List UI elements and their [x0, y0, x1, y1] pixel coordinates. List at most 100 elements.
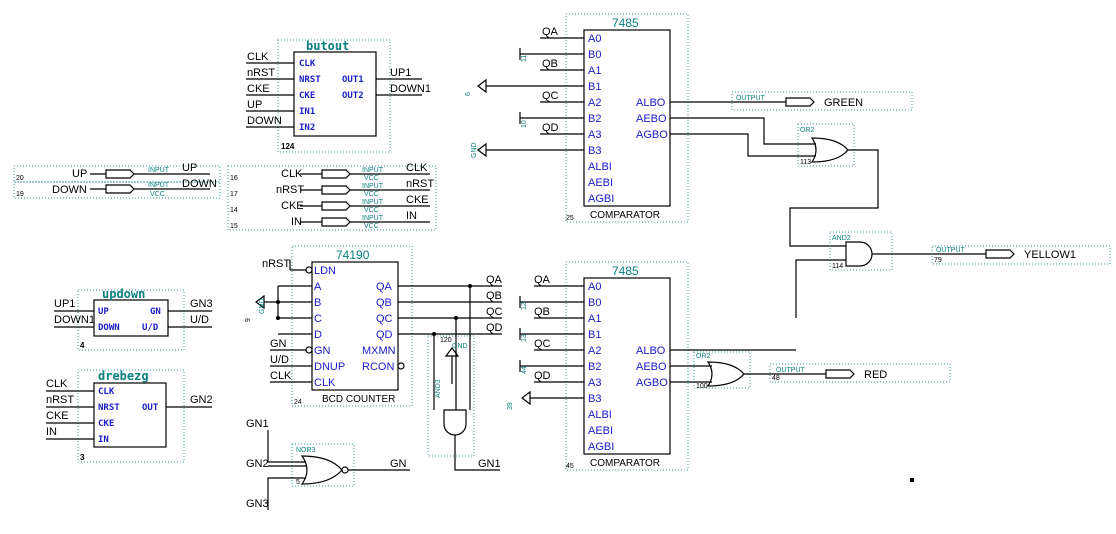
svg-text:AEBO: AEBO — [636, 113, 667, 125]
output-yellow1[interactable]: OUTPUT 79 YELLOW1 — [931, 245, 1111, 265]
or2-bottom-gate[interactable]: OR2 100 — [670, 349, 826, 390]
svg-text:11: 11 — [521, 55, 528, 62]
svg-text:9: 9 — [245, 318, 252, 322]
svg-text:GREEN: GREEN — [824, 97, 863, 109]
svg-text:U/D: U/D — [270, 354, 289, 366]
svg-text:CLK: CLK — [46, 378, 68, 390]
svg-text:nRST: nRST — [46, 394, 74, 406]
svg-text:B: B — [314, 297, 321, 309]
bcd-counter-74190[interactable]: 74190 BCD COUNTER 24 LDN A B C D GN DNUP… — [245, 245, 503, 407]
svg-text:IN: IN — [46, 426, 57, 438]
svg-text:CLK: CLK — [314, 377, 336, 389]
output-green[interactable]: OUTPUT GREEN — [670, 91, 913, 111]
svg-text:B1: B1 — [588, 329, 601, 341]
svg-text:BCD COUNTER: BCD COUNTER — [322, 394, 395, 405]
input-in[interactable]: 15 IN INPUT VCC IN — [230, 210, 430, 230]
svg-text:GND: GND — [259, 298, 266, 314]
butout-block[interactable]: butout 124 CLK NRST CKE IN1 IN2 OUT1 OUT… — [246, 39, 431, 153]
svg-text:13: 13 — [521, 334, 528, 342]
svg-text:YELLOW1: YELLOW1 — [1024, 249, 1076, 261]
svg-text:QC: QC — [542, 90, 559, 102]
svg-text:UP1: UP1 — [54, 298, 75, 310]
svg-text:79: 79 — [934, 257, 942, 264]
svg-text:4: 4 — [80, 341, 85, 350]
updown-title: updown — [102, 287, 145, 301]
svg-text:QD: QD — [542, 122, 559, 134]
svg-text:COMPARATOR: COMPARATOR — [590, 210, 660, 221]
svg-text:GN: GN — [390, 458, 407, 470]
svg-text:3: 3 — [80, 453, 85, 462]
svg-text:120: 120 — [440, 337, 452, 344]
svg-text:IN: IN — [291, 216, 302, 228]
svg-text:U/D: U/D — [190, 314, 209, 326]
input-down-name: DOWN — [52, 184, 87, 196]
svg-text:OR2: OR2 — [696, 353, 711, 360]
pin-in1: IN1 — [299, 107, 315, 117]
svg-text:nRST: nRST — [406, 178, 434, 190]
svg-text:INPUT: INPUT — [362, 167, 384, 174]
svg-text:B2: B2 — [588, 113, 601, 125]
or2-top-gate[interactable]: OR2 113 — [670, 117, 879, 247]
svg-text:IN: IN — [406, 210, 417, 222]
svg-text:6: 6 — [465, 92, 472, 96]
drebezg-block[interactable]: drebezg 3 CLK NRST CKE IN OUT CLK nRST C… — [46, 369, 213, 463]
svg-text:CKE: CKE — [46, 410, 69, 422]
svg-text:NOR3: NOR3 — [296, 447, 316, 454]
svg-text:B0: B0 — [588, 49, 601, 61]
svg-text:100: 100 — [696, 383, 708, 390]
svg-text:QB: QB — [376, 297, 392, 309]
svg-text:QD: QD — [376, 329, 393, 341]
svg-text:QA: QA — [534, 274, 551, 286]
svg-text:VCC: VCC — [150, 191, 165, 198]
comparator-2[interactable]: 7485 COMPARATOR 45 A0 B0 A1 B1 A2 B2 A3 … — [507, 261, 689, 471]
svg-text:AND2: AND2 — [832, 235, 851, 242]
svg-text:GN: GN — [150, 307, 161, 317]
stray-marker — [910, 478, 914, 482]
input-down[interactable]: 19 DOWN INPUT VCC DOWN — [13, 178, 221, 199]
input-clk[interactable]: 16 CLK INPUT VCC CLK — [227, 162, 437, 231]
svg-text:GND: GND — [471, 142, 478, 158]
svg-text:A2: A2 — [588, 97, 601, 109]
svg-text:MXMN: MXMN — [362, 345, 396, 357]
comparator-1[interactable]: 7485 COMPARATOR 25 A0 B0 A1 B1 A2 B2 A3 … — [465, 13, 689, 223]
pin-in2: IN2 — [299, 123, 315, 133]
svg-text:GN: GN — [314, 345, 331, 357]
nor3-gate[interactable]: NOR3 5 GN1 GN2 GN3 GN — [246, 418, 410, 510]
output-red[interactable]: OUTPUT 48 RED — [769, 363, 951, 383]
updown-block[interactable]: updown 4 UP DOWN GN U/D UP1 DOWN1 GN3 U/… — [54, 287, 213, 351]
svg-text:OR2: OR2 — [800, 127, 815, 134]
svg-text:DOWN: DOWN — [182, 178, 217, 190]
svg-text:DNUP: DNUP — [314, 361, 345, 373]
svg-text:14: 14 — [230, 207, 238, 214]
svg-text:QC: QC — [534, 338, 551, 350]
input-nrst[interactable]: 17 nRST INPUT VCC nRST — [230, 178, 434, 198]
and2-gate[interactable]: AND2 114 — [795, 231, 986, 318]
svg-text:C: C — [314, 313, 322, 325]
svg-text:UP: UP — [182, 162, 197, 174]
svg-text:B2: B2 — [588, 361, 601, 373]
svg-text:39: 39 — [507, 402, 514, 410]
svg-text:24: 24 — [294, 399, 302, 406]
svg-text:DOWN: DOWN — [98, 323, 120, 333]
svg-text:A1: A1 — [588, 65, 601, 77]
svg-text:AEBO: AEBO — [636, 361, 667, 373]
svg-text:A1: A1 — [588, 313, 601, 325]
svg-text:17: 17 — [230, 191, 238, 198]
svg-text:CKE: CKE — [406, 194, 429, 206]
comp1-title: 7485 — [612, 16, 639, 30]
svg-text:GN2: GN2 — [246, 458, 269, 470]
sig-down1: DOWN1 — [390, 83, 431, 95]
svg-text:INPUT: INPUT — [362, 183, 384, 190]
svg-text:5: 5 — [296, 479, 300, 486]
svg-text:RED: RED — [864, 369, 887, 381]
svg-text:AGBO: AGBO — [636, 129, 668, 141]
sig-nrst: nRST — [247, 67, 275, 79]
svg-text:nRST: nRST — [262, 258, 290, 270]
svg-text:19: 19 — [16, 191, 24, 198]
input-cke[interactable]: 14 CKE INPUT VCC CKE — [230, 194, 430, 214]
and3-gate[interactable]: GND 120 AND3 GN1 — [427, 284, 501, 471]
sig-up1: UP1 — [390, 67, 411, 79]
svg-text:GN1: GN1 — [246, 418, 269, 430]
butout-title: butout — [306, 39, 349, 53]
